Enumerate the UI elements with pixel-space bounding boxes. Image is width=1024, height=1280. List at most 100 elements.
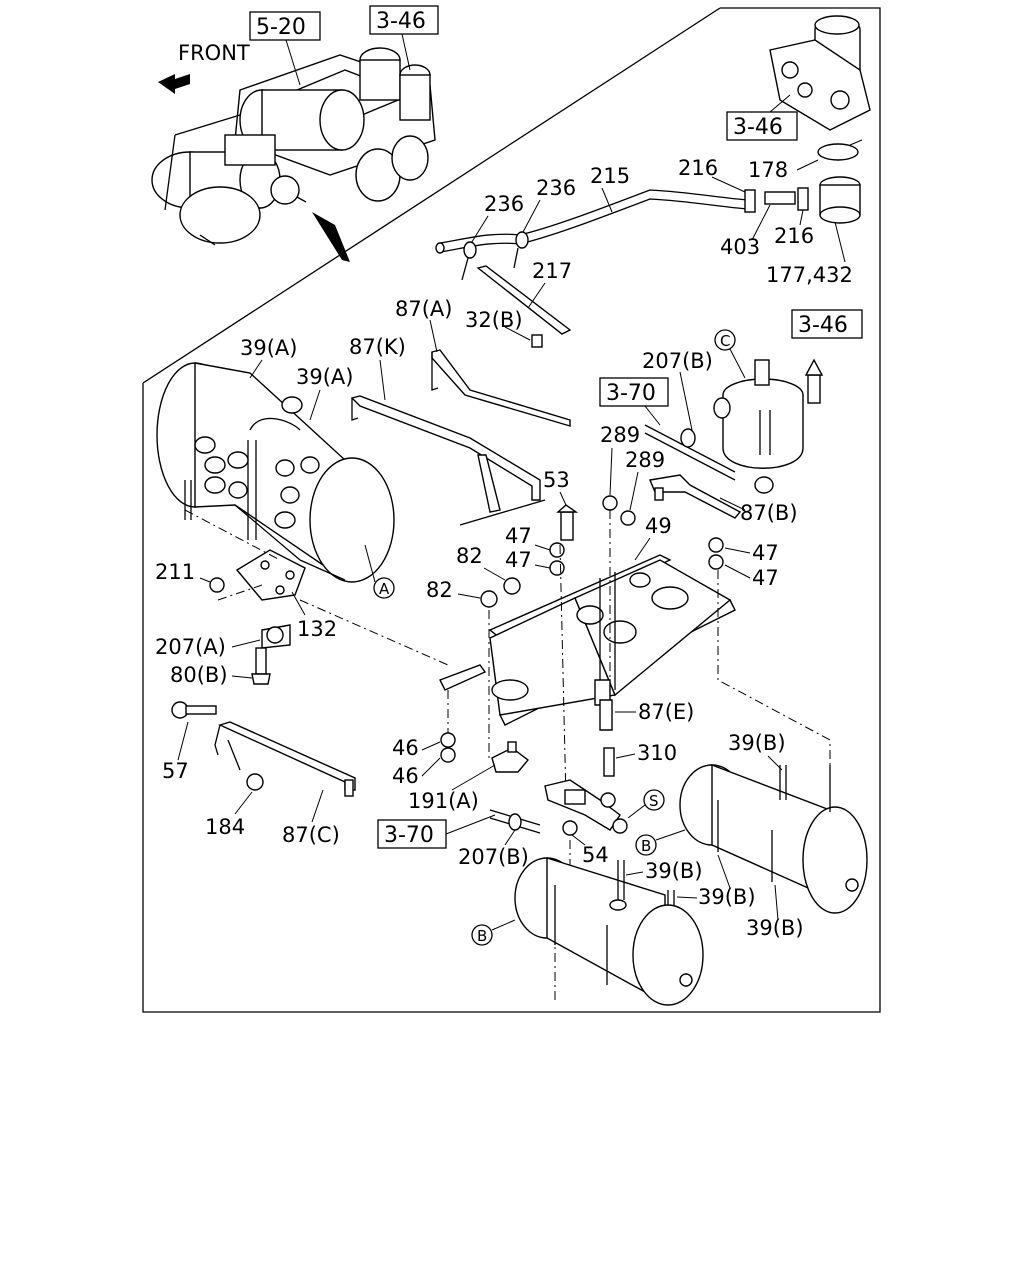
nut-82b	[480, 590, 498, 608]
label-47d: 47	[752, 566, 779, 590]
bracket-87a	[431, 349, 571, 427]
ref-box-3-46-top[interactable]	[369, 5, 439, 35]
label-39a-2: 39(A)	[296, 365, 353, 389]
label-211: 211	[155, 560, 195, 584]
fitting-216b	[797, 187, 809, 211]
nut-47c	[708, 537, 724, 553]
circle-b1-label: B	[641, 837, 651, 855]
bolt-53	[560, 511, 574, 541]
clip-236b	[515, 231, 529, 249]
nut-289b	[620, 510, 636, 526]
label-47a: 47	[505, 524, 532, 548]
clip-236a	[463, 241, 477, 259]
circle-marker-c	[714, 329, 736, 351]
nut-82a	[503, 577, 521, 595]
ref-3-46-top[interactable]: 3-46	[376, 9, 426, 34]
front-label: FRONT	[178, 41, 250, 65]
circle-s-label: S	[649, 792, 659, 810]
ref-box-3-46-valve[interactable]	[726, 111, 798, 141]
ref-3-70-lower[interactable]: 3-70	[384, 823, 434, 848]
nut-211	[209, 577, 225, 593]
label-47b: 47	[505, 548, 532, 572]
circle-marker-a	[373, 577, 395, 599]
bracket-217	[476, 265, 572, 335]
air-dryer-assembly	[769, 15, 871, 131]
bracket-87c	[218, 721, 356, 791]
label-87k: 87(K)	[349, 335, 406, 359]
ref-box-3-70-upper[interactable]	[599, 377, 669, 407]
fitting-403	[764, 191, 796, 205]
pipe-207b-upper	[644, 424, 736, 481]
label-87a: 87(A)	[395, 297, 452, 321]
label-216a: 216	[678, 156, 718, 180]
label-82a: 82	[456, 544, 483, 568]
label-178: 178	[748, 158, 788, 182]
circle-marker-s	[643, 789, 665, 811]
circle-marker-b2	[471, 924, 493, 946]
air-tank-a	[156, 362, 395, 583]
label-207b-top: 207(B)	[642, 349, 713, 373]
circle-b2-label: B	[477, 927, 487, 945]
label-47c: 47	[752, 541, 779, 565]
ref-3-46-right[interactable]: 3-46	[798, 313, 848, 338]
bolt-3-46	[807, 374, 821, 404]
nut-47b	[549, 560, 565, 576]
label-177-432: 177,432	[766, 263, 853, 287]
label-80b: 80(B)	[170, 663, 228, 687]
ref-3-70-upper[interactable]: 3-70	[606, 381, 656, 406]
label-54: 54	[582, 843, 609, 867]
bracket-87k	[350, 395, 541, 501]
ref-box-3-46-right[interactable]	[791, 309, 863, 339]
bracket-132	[235, 549, 306, 601]
label-46a: 46	[392, 736, 419, 760]
label-207b-bot: 207(B)	[458, 845, 529, 869]
label-82b: 82	[426, 578, 453, 602]
circle-marker-b1	[635, 834, 657, 856]
label-39b-3: 39(B)	[698, 885, 756, 909]
label-236a: 236	[484, 192, 524, 216]
nut-54	[562, 820, 578, 836]
diagram-frame	[142, 7, 881, 1013]
label-53: 53	[543, 468, 570, 492]
label-216b: 216	[774, 224, 814, 248]
nut-289a	[602, 495, 618, 511]
label-184: 184	[205, 815, 245, 839]
air-tank-c	[713, 359, 804, 494]
nut-47a	[549, 542, 565, 558]
label-39b-2: 39(B)	[645, 859, 703, 883]
label-132: 132	[297, 617, 337, 641]
diagram-frame-diagonal	[142, 7, 721, 384]
label-32b: 32(B)	[465, 308, 523, 332]
label-215: 215	[590, 164, 630, 188]
nut-46a	[440, 732, 456, 748]
bracket-87e	[599, 699, 613, 731]
circle-a-label: A	[379, 580, 390, 598]
nut-47d	[708, 554, 724, 570]
view-pointer-arrow	[312, 212, 350, 262]
label-403: 403	[720, 235, 760, 259]
air-pipe-215	[439, 189, 749, 244]
ref-3-46-valve[interactable]: 3-46	[733, 115, 783, 140]
fitting-216a	[744, 189, 756, 213]
ref-box-5-20[interactable]	[249, 11, 321, 41]
label-289a: 289	[600, 423, 640, 447]
nut-46b	[440, 747, 456, 763]
label-57: 57	[162, 759, 189, 783]
label-49: 49	[645, 514, 672, 538]
front-direction-arrow	[158, 74, 190, 94]
bolt-80b	[255, 647, 267, 675]
label-39a-1: 39(A)	[240, 336, 297, 360]
nut-184	[246, 773, 264, 791]
ref-5-20[interactable]: 5-20	[256, 15, 306, 40]
hose-clamp-178	[817, 143, 859, 161]
bolt-32b	[531, 334, 543, 348]
air-tank-b-lower	[514, 857, 704, 1006]
bolt-310	[603, 747, 615, 777]
label-87b: 87(B)	[740, 501, 798, 525]
circle-c-label: C	[720, 332, 730, 350]
label-46b: 46	[392, 764, 419, 788]
label-191a: 191(A)	[408, 789, 479, 813]
air-tank-b-right	[679, 763, 868, 914]
overview-vehicle-sketch	[151, 47, 436, 246]
